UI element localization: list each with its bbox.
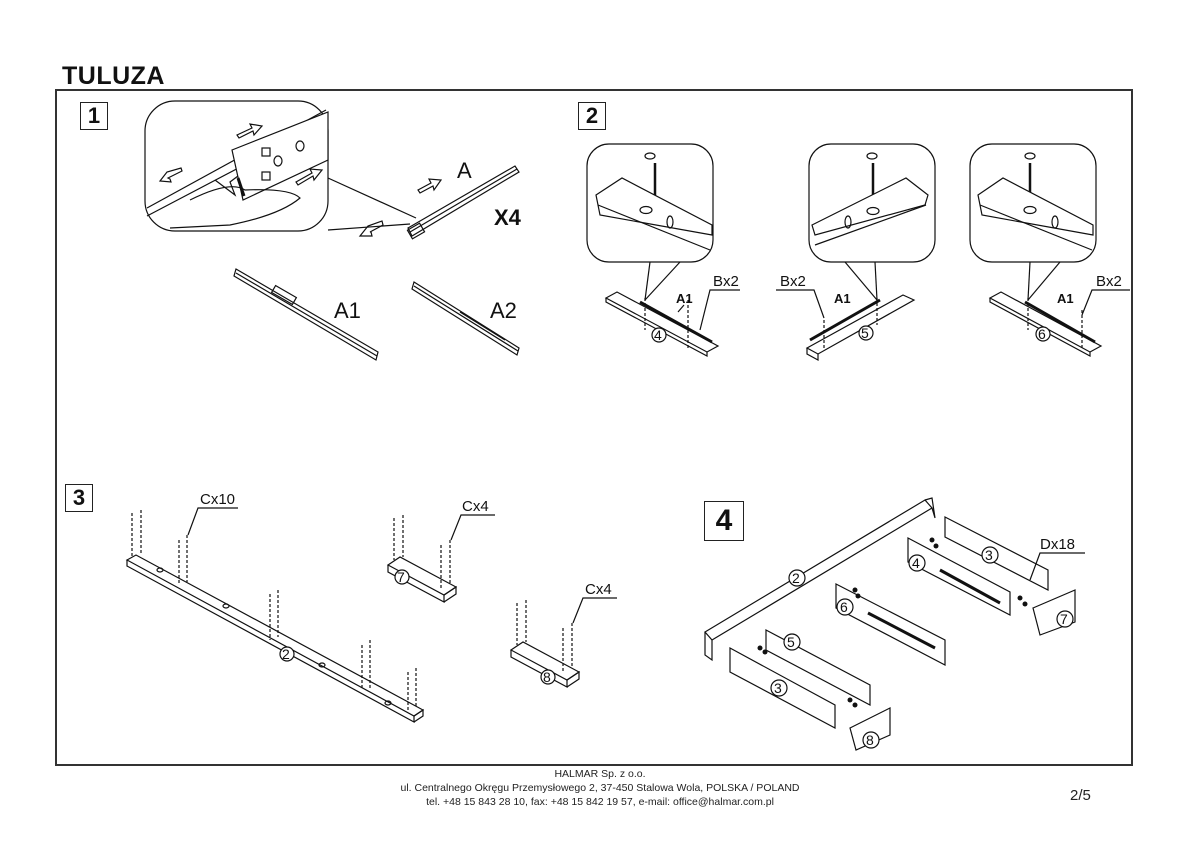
company-contact: tel. +48 15 843 28 10, fax: +48 15 842 1… (426, 796, 774, 808)
rail-a-label: A (457, 158, 472, 183)
panel-number: 4 (912, 555, 920, 571)
dowel-quantity-label: Cx4 (462, 498, 489, 515)
panel-number: 7 (397, 569, 405, 585)
company-address: ul. Centralnego Okręgu Przemysłowego 2, … (400, 782, 800, 794)
panel-number: 6 (1038, 326, 1046, 342)
rail-label: A1 (676, 291, 693, 306)
panel-number: 2 (282, 646, 290, 662)
screw-quantity-label: Bx2 (713, 273, 739, 290)
rail-release-detail (146, 109, 329, 229)
step-4-illustration: 2 3 4 7 Dx18 6 5 3 8 (704, 497, 1085, 751)
panel-2: 2 (125, 554, 425, 724)
company-name: HALMAR Sp. z o.o. (554, 768, 646, 780)
rail-quantity-label: X4 (494, 205, 522, 230)
panel-number: 4 (654, 327, 662, 343)
step-2-illustration: 4 A1 Bx2 5 A1 Bx2 (586, 143, 1130, 362)
step-1-illustration: A X4 A1 A2 (144, 100, 522, 361)
screw-quantity-label: Bx2 (1096, 273, 1122, 290)
company-footer: HALMAR Sp. z o.o. ul. Centralnego Okręgu… (300, 767, 900, 809)
rail-mounting-panel-4: 4 A1 Bx2 (586, 143, 740, 358)
dowel-quantity-label: Cx4 (585, 581, 612, 598)
document-title: TULUZA (62, 62, 165, 90)
step-1-badge: 1 (80, 102, 108, 130)
rail-a1 (233, 268, 379, 361)
step-3-badge: 3 (65, 484, 93, 512)
rail-mounting-panel-5: 5 A1 Bx2 (776, 143, 936, 362)
panel-number: 7 (1060, 611, 1068, 627)
step-2-badge: 2 (578, 102, 606, 130)
dowel-quantity-label: Cx10 (200, 491, 235, 508)
panel-number: 8 (543, 669, 551, 685)
fastener-quantity-label: Dx18 (1040, 536, 1075, 553)
step-3-illustration: 2 Cx10 7 Cx4 (125, 491, 617, 724)
panel-7: 7 (386, 556, 458, 604)
rail-a2 (411, 281, 520, 356)
rail-label: A1 (1057, 291, 1074, 306)
screw-quantity-label: Bx2 (780, 273, 806, 290)
panel-number: 2 (792, 570, 800, 586)
arrow-icon (158, 123, 443, 237)
panel-number: 8 (866, 732, 874, 748)
panel-number: 5 (861, 325, 869, 341)
rail-label: A1 (834, 291, 851, 306)
instruction-frame (55, 89, 1133, 766)
dowel-icon (131, 510, 417, 712)
page-number: 2/5 (1070, 787, 1091, 804)
rail-mounting-panel-6: 6 A1 Bx2 (969, 143, 1130, 358)
panel-8 (849, 707, 891, 751)
step-4-badge: 4 (704, 501, 744, 541)
rail-a (406, 165, 520, 240)
rail-a2-label: A2 (490, 298, 517, 323)
panel-number: 5 (787, 634, 795, 650)
rail-a1-label: A1 (334, 298, 361, 323)
fastener-icon (757, 537, 1028, 708)
panel-number: 3 (985, 547, 993, 563)
panel-number: 6 (840, 599, 848, 615)
panel-number: 3 (774, 680, 782, 696)
panel-8: 8 (509, 641, 581, 689)
